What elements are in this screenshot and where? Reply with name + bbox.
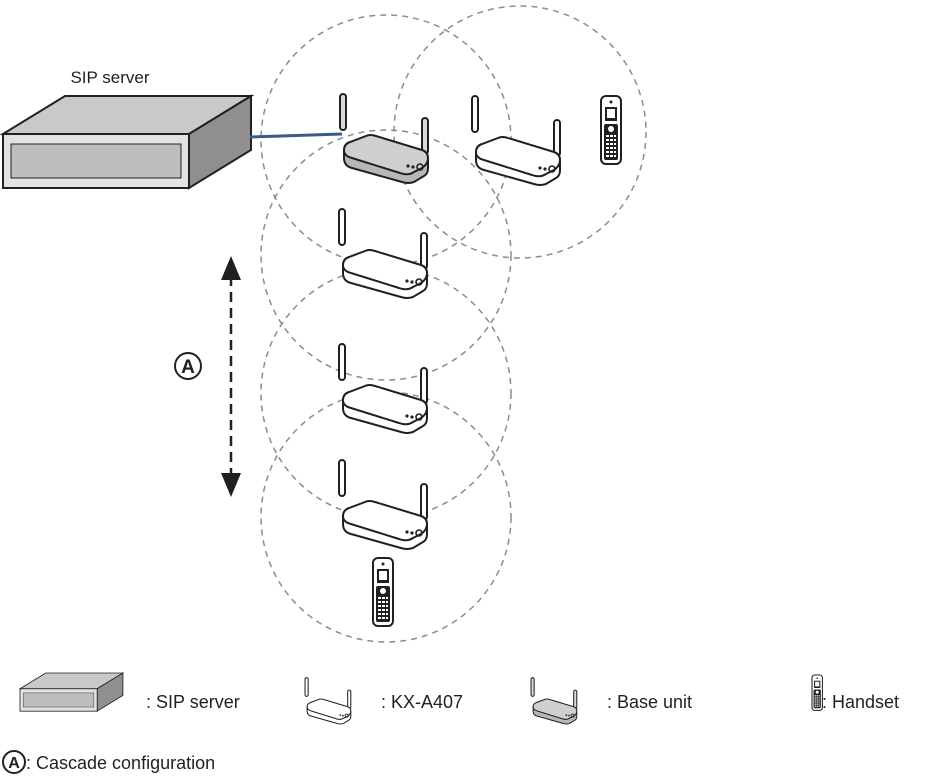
svg-text:A: A xyxy=(181,357,195,378)
coverage-circles xyxy=(260,5,647,643)
legend-handset-icon xyxy=(811,674,823,711)
legend-handset-label: : Handset xyxy=(822,692,899,712)
handset-device-bottom xyxy=(372,557,394,627)
coverage-circle-repeater-top-right xyxy=(393,5,647,259)
legend-cascade-marker: A xyxy=(2,750,26,774)
legend-kx-a407-icon xyxy=(304,677,352,725)
legend-base-unit-label: : Base unit xyxy=(607,692,692,712)
legend-sip-server-icon xyxy=(19,672,124,712)
server-link-line xyxy=(249,132,343,139)
legend-cascade-label: : Cascade configuration xyxy=(26,753,215,773)
legend: : SIP server : KX-A407 : Base unit : Han… xyxy=(2,672,899,774)
coverage-circle-repeater-2 xyxy=(260,129,512,381)
kx-a407-device-top-right xyxy=(471,95,561,186)
legend-base-unit-icon xyxy=(530,677,578,725)
sip-server-label: SIP server xyxy=(70,68,149,87)
base-unit-device xyxy=(339,93,429,184)
cascade-arrow xyxy=(221,256,241,497)
cascade-marker: A xyxy=(174,352,202,380)
kx-a407-device-4 xyxy=(338,459,428,550)
legend-kx-a407-label: : KX-A407 xyxy=(381,692,463,712)
kx-a407-device-3 xyxy=(338,343,428,434)
legend-sip-server-label: : SIP server xyxy=(146,692,240,712)
kx-a407-device-2 xyxy=(338,208,428,299)
svg-text:A: A xyxy=(8,755,20,772)
sip-server-device xyxy=(2,95,252,189)
handset-device-top xyxy=(600,95,622,165)
